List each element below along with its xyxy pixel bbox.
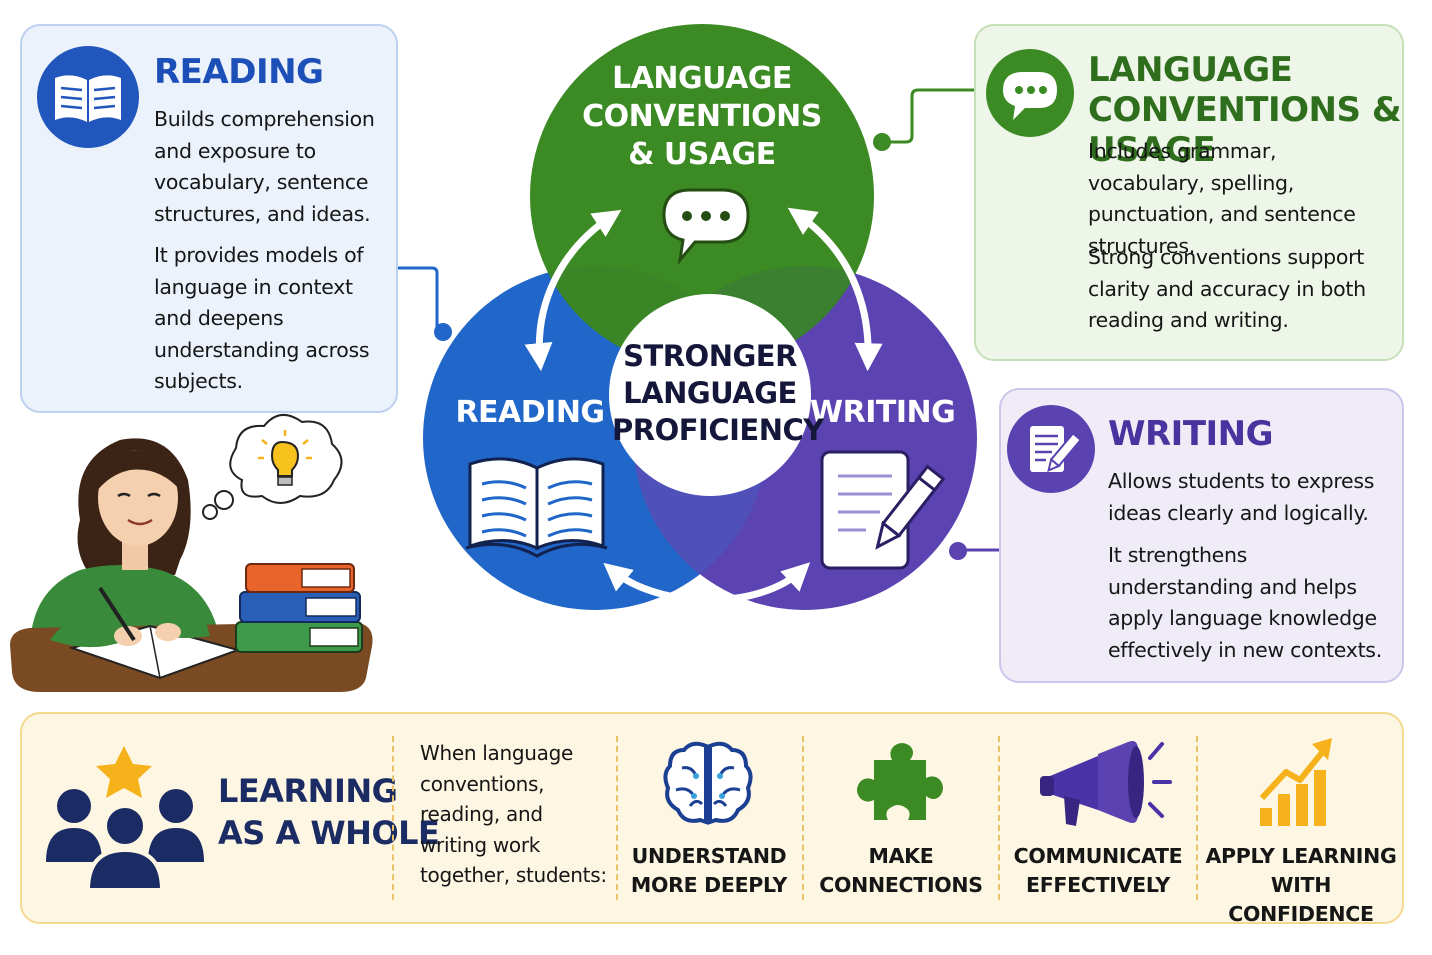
writing-document-icon xyxy=(1007,405,1095,493)
center-circle xyxy=(609,294,811,496)
venn-writing-label: WRITING xyxy=(810,395,956,430)
outcome-apply: APPLY LEARNING WITH CONFIDENCE xyxy=(1205,844,1397,926)
outcome-communicate: COMMUNICATE EFFECTIVELY xyxy=(1013,844,1183,897)
writing-title: WRITING xyxy=(1108,414,1274,454)
conventions-paragraph-2: Strong conventions support clarity and a… xyxy=(1088,245,1366,332)
puzzle-icon xyxy=(857,743,943,820)
book-stack-icon xyxy=(235,563,363,653)
learning-intro: When language conventions, reading, and … xyxy=(420,741,607,887)
people-group-icon xyxy=(46,746,204,892)
lightbulb-thought-icon xyxy=(202,414,343,520)
connector-conventions xyxy=(873,88,974,151)
student-illustration xyxy=(10,414,373,692)
venn-reading-label: READING xyxy=(455,395,605,430)
outcome-connections: MAKE CONNECTIONS xyxy=(819,844,983,897)
reading-paragraph-2: It provides models of language in contex… xyxy=(154,243,370,393)
center-proficiency-label: STRONGER LANGUAGE PROFICIENCY xyxy=(612,339,824,447)
reading-paragraph-1: Builds comprehension and exposure to voc… xyxy=(154,107,375,226)
reading-title: READING xyxy=(154,52,324,92)
arrow-left xyxy=(524,209,622,372)
growth-chart-icon xyxy=(1259,738,1332,826)
learning-title: LEARNING AS A WHOLE xyxy=(218,772,440,852)
divider-2 xyxy=(616,736,618,900)
divider-1 xyxy=(392,736,394,900)
speech-bubble-icon xyxy=(662,188,750,266)
conventions-title: LANGUAGE CONVENTIONS & USAGE xyxy=(1088,50,1401,170)
connector-reading xyxy=(398,266,452,341)
writing-paragraph-1: Allows students to express ideas clearly… xyxy=(1108,469,1375,525)
brain-icon xyxy=(663,741,753,825)
venn-conventions-label: LANGUAGE CONVENTIONS & USAGE xyxy=(582,61,822,172)
open-book-icon xyxy=(465,457,608,558)
writing-paragraph-2: It strengthens understanding and helps a… xyxy=(1108,543,1382,662)
divider-5 xyxy=(1196,736,1198,900)
divider-3 xyxy=(802,736,804,900)
arrow-bottom xyxy=(603,562,811,604)
chat-bubble-icon xyxy=(986,49,1074,137)
arrow-right xyxy=(787,207,883,372)
reading-book-icon xyxy=(37,46,139,148)
document-pencil-icon xyxy=(820,450,946,570)
connector-writing xyxy=(949,542,999,560)
divider-4 xyxy=(998,736,1000,900)
megaphone-icon xyxy=(1040,741,1172,826)
conventions-paragraph-1: Includes grammar, vocabulary, spelling, … xyxy=(1088,139,1356,258)
outcome-understand: UNDERSTAND MORE DEEPLY xyxy=(630,844,788,897)
